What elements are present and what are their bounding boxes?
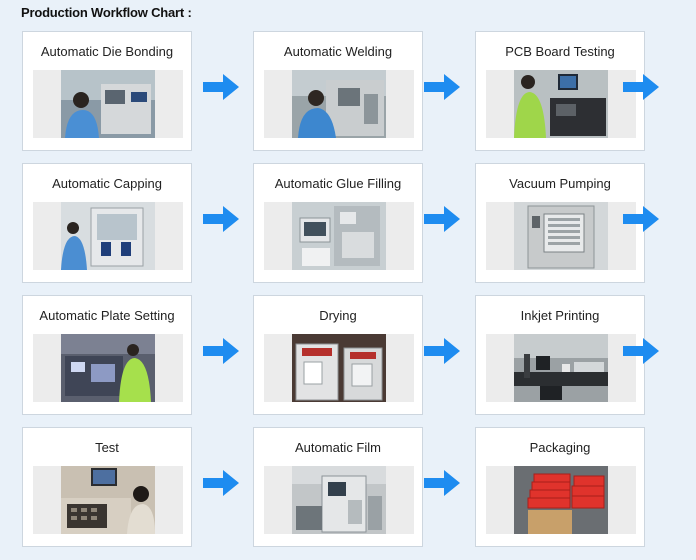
step-card-glue-filling: Automatic Glue Filling (253, 163, 423, 283)
step-label: PCB Board Testing (505, 44, 615, 59)
arrow-right-icon (203, 206, 239, 232)
step-card-film: Automatic Film (253, 427, 423, 547)
arrow-right-icon (203, 74, 239, 100)
step-card-welding: Automatic Welding (253, 31, 423, 151)
step-label: Inkjet Printing (520, 308, 600, 323)
test-bench-photo (61, 466, 155, 534)
step-card-capping: Automatic Capping (22, 163, 192, 283)
arrow-right-icon (424, 74, 460, 100)
arrow-right-icon (424, 206, 460, 232)
step-card-drying: Drying (253, 295, 423, 415)
step-label: Automatic Plate Setting (39, 308, 175, 323)
step-card-inkjet-printing: Inkjet Printing (475, 295, 645, 415)
step-label: Automatic Die Bonding (40, 44, 174, 59)
step-card-pcb-testing: PCB Board Testing (475, 31, 645, 151)
step-label: Automatic Glue Filling (274, 176, 402, 191)
step-label: Vacuum Pumping (509, 176, 611, 191)
arrow-right-icon (203, 338, 239, 364)
glue-filling-machine-photo (292, 202, 386, 270)
step-label: Automatic Film (295, 440, 381, 455)
arrow-right-icon (424, 338, 460, 364)
step-label: Automatic Capping (52, 176, 162, 191)
tester-with-monitor-photo (514, 70, 608, 138)
step-label: Packaging (529, 440, 591, 455)
step-label: Test (95, 440, 119, 455)
step-card-vacuum-pumping: Vacuum Pumping (475, 163, 645, 283)
drying-oven-photo (292, 334, 386, 402)
capping-machine-photo (61, 202, 155, 270)
arrow-right-icon (424, 470, 460, 496)
arrow-right-icon (623, 206, 659, 232)
inkjet-line-photo (514, 334, 608, 402)
vacuum-chamber-photo (514, 202, 608, 270)
worker-at-welder-photo (292, 70, 386, 138)
worker-at-machine-photo (61, 70, 155, 138)
arrow-right-icon (623, 338, 659, 364)
arrow-right-icon (203, 470, 239, 496)
arrow-right-icon (623, 74, 659, 100)
step-card-test: Test (22, 427, 192, 547)
step-label: Automatic Welding (283, 44, 393, 59)
step-card-die-bonding: Automatic Die Bonding (22, 31, 192, 151)
step-label: Drying (319, 308, 357, 323)
step-card-plate-setting: Automatic Plate Setting (22, 295, 192, 415)
page-title: Production Workflow Chart : (21, 5, 192, 20)
step-card-packaging: Packaging (475, 427, 645, 547)
packaging-boxes-photo (514, 466, 608, 534)
film-machine-photo (292, 466, 386, 534)
plate-setting-machine-photo (61, 334, 155, 402)
